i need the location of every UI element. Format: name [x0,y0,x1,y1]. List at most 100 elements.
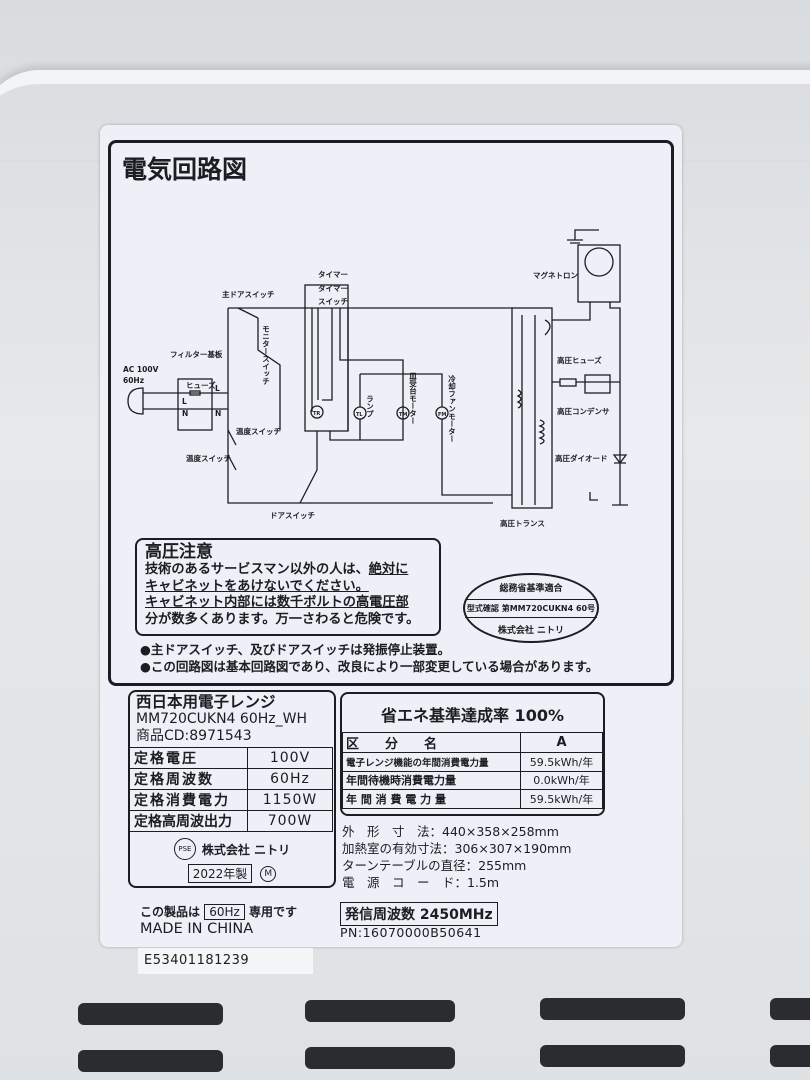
svg-text:AC 100V: AC 100V [123,365,159,374]
seal-line: 総務省基準適合 [499,584,563,594]
compliance-seal: 総務省基準適合 型式確認 第MM720CUKN4 60号 株式会社 ニトリ [463,573,599,643]
svg-text:N: N [182,409,188,418]
svg-text:主ドアスイッチ: 主ドアスイッチ [222,289,275,299]
svg-text:TL: TL [356,412,363,418]
vent-slot [78,1050,223,1072]
warning-line: キャビネットをあけないでください。 [145,578,369,594]
svg-text:高圧トランス: 高圧トランス [500,518,545,528]
product-model: MM720CUKN4 60Hz_WH [136,711,307,727]
main-door-switch-icon [237,307,259,319]
svg-text:温度スイッチ: 温度スイッチ [236,426,281,436]
vent-slot [540,1045,685,1067]
svg-text:温度スイッチ: 温度スイッチ [186,453,231,463]
svg-text:60Hz: 60Hz [123,376,144,385]
svg-text:皿受台モーター: 皿受台モーター [408,372,417,425]
microwave-body-edge [0,70,810,160]
part-number: PN:16070000B50641 [340,925,482,940]
svg-text:L: L [215,384,220,393]
notes: ●主ドアスイッチ、及びドアスイッチは発振停止装置。 ●この回路図は基本回路図であ… [140,641,598,675]
svg-text:TR: TR [313,411,320,417]
svg-text:タイマー: タイマー [318,283,348,293]
svg-text:ドアスイッチ: ドアスイッチ [270,511,315,520]
vent-slot [305,1047,455,1069]
svg-text:高圧ダイオード: 高圧ダイオード [555,453,608,463]
turntable-motor-icon [396,406,410,420]
hv-transformer [511,307,553,509]
transformer-coil-icon [516,389,545,445]
product-spec-box: 西日本用電子レンジ MM720CUKN4 60Hz_WH 商品CD:897154… [128,690,336,888]
timer-motor-icon [310,405,324,419]
door-switch-icon [299,431,318,504]
product-code: 商品CD:8971543 [136,728,252,744]
svg-text:FM: FM [438,412,446,418]
svg-text:タイマー: タイマー [318,269,348,279]
dimension-line: 電 源 コ ー ド：1.5m [342,875,500,890]
svg-text:モニタースイッチ: モニタースイッチ [261,325,270,386]
svg-text:高圧ヒューズ: 高圧ヒューズ [557,355,602,365]
filter-board [177,378,213,431]
warning-line: キャビネット内部には数千ボルトの高電圧部 [145,595,409,610]
dimensions: 外 形 寸 法：440×358×258mm 加熱室の有効寸法：306×307×1… [342,823,571,891]
vent-slot [770,1045,810,1067]
made-in: MADE IN CHINA [140,921,254,937]
oscillation-frequency: 発信周波数 2450MHz [340,902,498,926]
svg-text:フィルター基板: フィルター基板 [170,349,223,359]
high-voltage-warning: 高圧注意 技術のあるサービスマン以外の人は、絶対に キャビネットをあけないでくだ… [135,538,441,636]
svg-text:TM: TM [399,412,407,418]
note-item: ●主ドアスイッチ、及びドアスイッチは発振停止装置。 [140,642,451,657]
warning-line: 技術のあるサービスマン以外の人は、 [145,562,369,577]
product-name: 西日本用電子レンジ [136,693,276,711]
m-mark-icon: M [260,865,277,882]
circuit-diagram-frame [108,140,674,686]
dimension-line: 加熱室の有効寸法：306×307×190mm [342,841,572,856]
frequency-only-note: この製品は 60Hz 専用です [140,904,297,920]
dimension-line: ターンテーブルの直径：255mm [342,858,527,873]
hv-diode-icon [612,454,628,465]
seal-line: 型式確認 第MM720CUKN4 60号 [465,599,597,618]
warning-line: 絶対に [368,562,409,577]
energy-title: 省エネ基準達成率 100% [380,706,564,725]
svg-text:冷却ファンモーター: 冷却ファンモーター [447,374,456,443]
magnetron-box [577,244,621,303]
vent-slot [540,998,685,1020]
svg-text:高圧コンデンサ: 高圧コンデンサ [557,406,610,416]
svg-text:ランプ: ランプ [365,395,374,418]
vent-slot [305,1000,455,1022]
serial-number: E53401181239 [138,948,313,974]
warning-title: 高圧注意 [145,542,213,562]
svg-text:マグネトロン: マグネトロン [533,270,578,280]
magnetron-icon [584,247,614,277]
diagram-title: 電気回路図 [122,155,248,184]
dimension-line: 外 形 寸 法：440×358×258mm [342,824,559,839]
svg-text:スイッチ: スイッチ [318,297,348,306]
note-item: ●この回路図は基本回路図であり、改良により一部変更している場合があります。 [140,659,599,674]
monitor-switch-icon [257,318,281,430]
vent-slot [770,998,810,1020]
maker-name: 株式会社 ニトリ [201,842,291,857]
wire-left [227,308,493,504]
svg-text:N: N [215,409,221,418]
ac-plug-icon [127,387,144,415]
vent-slot [78,1003,223,1025]
seal-line: 株式会社 ニトリ [497,626,565,636]
svg-text:L: L [182,397,187,406]
svg-text:ヒューズ: ヒューズ [186,380,216,390]
pse-mark-icon: PSE [173,838,196,860]
hv-capacitor-icon [584,374,611,394]
hv-fuse-icon [559,378,577,387]
manufacture-year: 2022年製 [187,864,253,883]
thermo-switch-icon [227,429,237,471]
ground-icon [567,239,628,506]
